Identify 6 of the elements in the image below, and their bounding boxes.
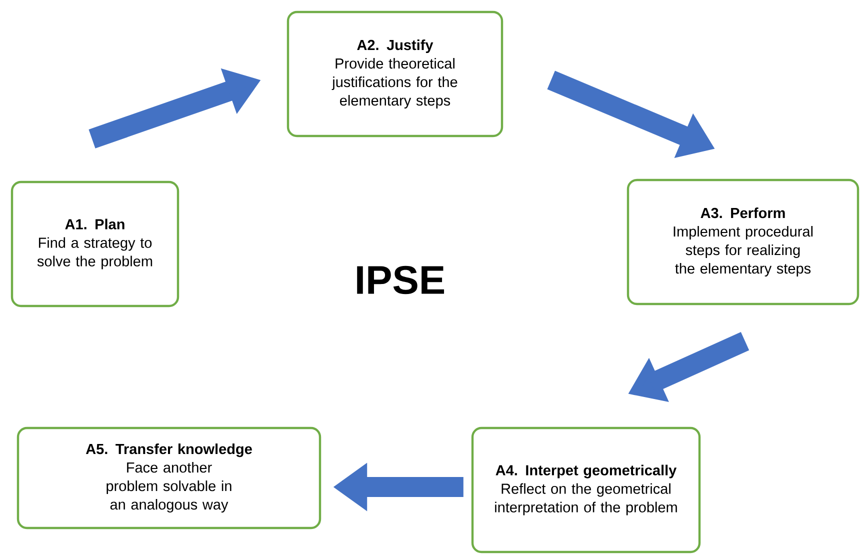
step-box: A3. Perform Implement procedural steps for realizing the elementary steps [626, 178, 860, 306]
center-label: IPSE [357, 266, 444, 294]
step-box: A2. Justify Provide theoretical justifications for the elementary steps [286, 10, 504, 138]
step-box: A5. Transfer knowledge Face another problem solvable in an analogous way [16, 426, 322, 530]
step-box: A1. Plan Find a strategy to solve the problem [10, 180, 180, 308]
step-box: A4. Interpet geometrically Reflect on the geometrical interpretation of the problem [471, 426, 701, 554]
